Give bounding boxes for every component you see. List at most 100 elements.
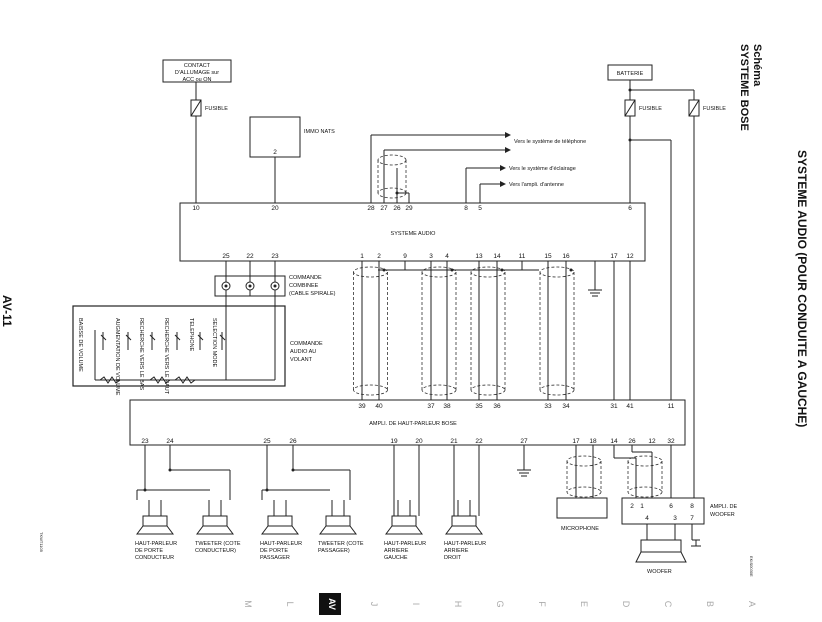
- tab-h[interactable]: H: [453, 601, 463, 608]
- ignition-label-line1: CONTACT: [184, 63, 211, 69]
- amp-top-pin: 37: [427, 403, 435, 410]
- shield-top: [539, 266, 575, 278]
- microphone-box: [556, 497, 608, 519]
- shield-top: [353, 266, 388, 278]
- woofer-amp-box: [621, 497, 705, 525]
- combi-label-line2: COMBINEE: [289, 283, 319, 289]
- bose-amp-box: [129, 399, 686, 446]
- speaker-label: DROIT: [444, 555, 462, 561]
- dest-phone: Vers le système de téléphone: [514, 139, 586, 145]
- tab-e[interactable]: E: [579, 601, 589, 607]
- speaker-label: DE PORTE: [260, 548, 288, 554]
- tab-g[interactable]: G: [495, 600, 505, 607]
- tab-b[interactable]: B: [705, 601, 715, 607]
- tab-a[interactable]: A: [747, 601, 757, 607]
- audio-top-pin: 10: [192, 205, 200, 212]
- audio-top-pin: 29: [405, 205, 413, 212]
- tab-f[interactable]: F: [537, 601, 547, 607]
- amp-top-pin: 34: [562, 403, 570, 410]
- tab-j[interactable]: J: [369, 602, 379, 607]
- speaker-label: PASSAGER: [260, 555, 290, 561]
- switch-label-volume-up: AUGMENTATION DE VOLUME: [114, 318, 120, 396]
- speaker-symbol: [451, 515, 477, 527]
- amp-bottom-pin: 24: [166, 438, 174, 445]
- shield-bottom: [539, 384, 575, 396]
- amp-bottom-pin: 26: [289, 438, 297, 445]
- amp-bottom-pin: 20: [415, 438, 423, 445]
- bose-amp-label: AMPLI. DE HAUT-PARLEUR BOSE: [369, 421, 457, 427]
- tab-l[interactable]: L: [285, 601, 295, 606]
- audio-top-pin: 27: [380, 205, 388, 212]
- combi-label-line1: COMMANDE: [289, 275, 322, 281]
- steering-switch-label-line2: AUDIO AU: [290, 349, 316, 355]
- microphone-label: MICROPHONE: [561, 526, 599, 532]
- audio-bottom-pin: 17: [610, 253, 618, 260]
- switch-label-mode: SELECTION MODE: [211, 318, 217, 368]
- speaker-symbol: [391, 515, 417, 527]
- speaker-label: TWEETER (COTE: [195, 541, 241, 547]
- steering-switch-label-line3: VOLANT: [290, 357, 313, 363]
- section-tabs: M L AV J I H G F E D C B A: [243, 593, 757, 615]
- amp-top-pin: 31: [610, 403, 618, 410]
- amp-bottom-pin: 23: [141, 438, 149, 445]
- fuse-label: FUSIBLE: [703, 106, 726, 112]
- dest-antenna: Vers l'ampli. d'antenne: [509, 182, 564, 188]
- amp-bottom-pin: 32: [667, 438, 675, 445]
- section-heading: Schéma: [751, 44, 763, 87]
- amp-top-pin: 36: [493, 403, 501, 410]
- tab-i[interactable]: I: [411, 603, 421, 606]
- tab-c[interactable]: C: [663, 601, 673, 608]
- woofer-amp-pin: 1: [640, 503, 644, 510]
- fuse-label: FUSIBLE: [639, 106, 662, 112]
- tab-av[interactable]: AV: [327, 598, 337, 610]
- switch-label-seek-up: RECHERCHE VERS LE HAUT: [163, 318, 169, 395]
- audio-system-box: [179, 202, 646, 262]
- speaker-label: DE PORTE: [135, 548, 163, 554]
- tab-m[interactable]: M: [243, 600, 253, 608]
- audio-bottom-pin: 22: [246, 253, 254, 260]
- steering-audio-switch-box: [72, 305, 286, 387]
- speaker-label: ARRIERE: [384, 548, 409, 554]
- audio-bottom-pin: 16: [562, 253, 570, 260]
- speaker-symbol: [202, 515, 228, 527]
- shielded-cable-pairs: [353, 261, 575, 400]
- tab-active-bg: [319, 593, 341, 615]
- audio-top-pin: 5: [478, 205, 482, 212]
- speaker-symbol: [267, 515, 293, 527]
- ignition-label-line3: ACC ou ON: [182, 77, 211, 83]
- shield-top: [421, 266, 457, 278]
- audio-top-pin: 8: [464, 205, 468, 212]
- figure-code-right: EKIS0030E: [749, 556, 754, 577]
- woofer-amp-pin: 4: [645, 515, 649, 522]
- tab-d[interactable]: D: [621, 601, 631, 608]
- woofer-amp-pin: 7: [690, 515, 694, 522]
- audio-bottom-pin: 1: [360, 253, 364, 260]
- speaker-symbol: [142, 515, 168, 527]
- amp-top-pin: 38: [443, 403, 451, 410]
- switch-label-volume-down: BAISSE DE VOLUME: [77, 318, 83, 372]
- audio-bottom-pin: 13: [475, 253, 483, 260]
- amp-bottom-pin: 17: [572, 438, 580, 445]
- shield-bottom: [353, 384, 388, 396]
- amp-bottom-pin: 27: [520, 438, 528, 445]
- woofer-label: WOOFER: [647, 569, 672, 575]
- main-title: SYSTEME AUDIO (POUR CONDUITE A GAUCHE): [795, 150, 809, 427]
- shield-bottom: [470, 384, 506, 396]
- dest-lighting: Vers le système d'éclairage: [509, 166, 576, 172]
- audio-system-label: SYSTEME AUDIO: [391, 231, 437, 237]
- woofer-symbol: [640, 539, 682, 553]
- fuse-label: FUSIBLE: [205, 106, 228, 112]
- speaker-label: CONDUCTEUR): [195, 548, 236, 554]
- audio-bottom-pin: 9: [403, 253, 407, 260]
- audio-top-pin: 6: [628, 205, 632, 212]
- subsection-heading: SYSTEME BOSE: [738, 44, 750, 131]
- ignition-label-line2: D'ALLUMAGE sur: [175, 70, 219, 76]
- amp-bottom-pin: 19: [390, 438, 398, 445]
- woofer-amp-label-line1: AMPLI. DE: [710, 504, 738, 510]
